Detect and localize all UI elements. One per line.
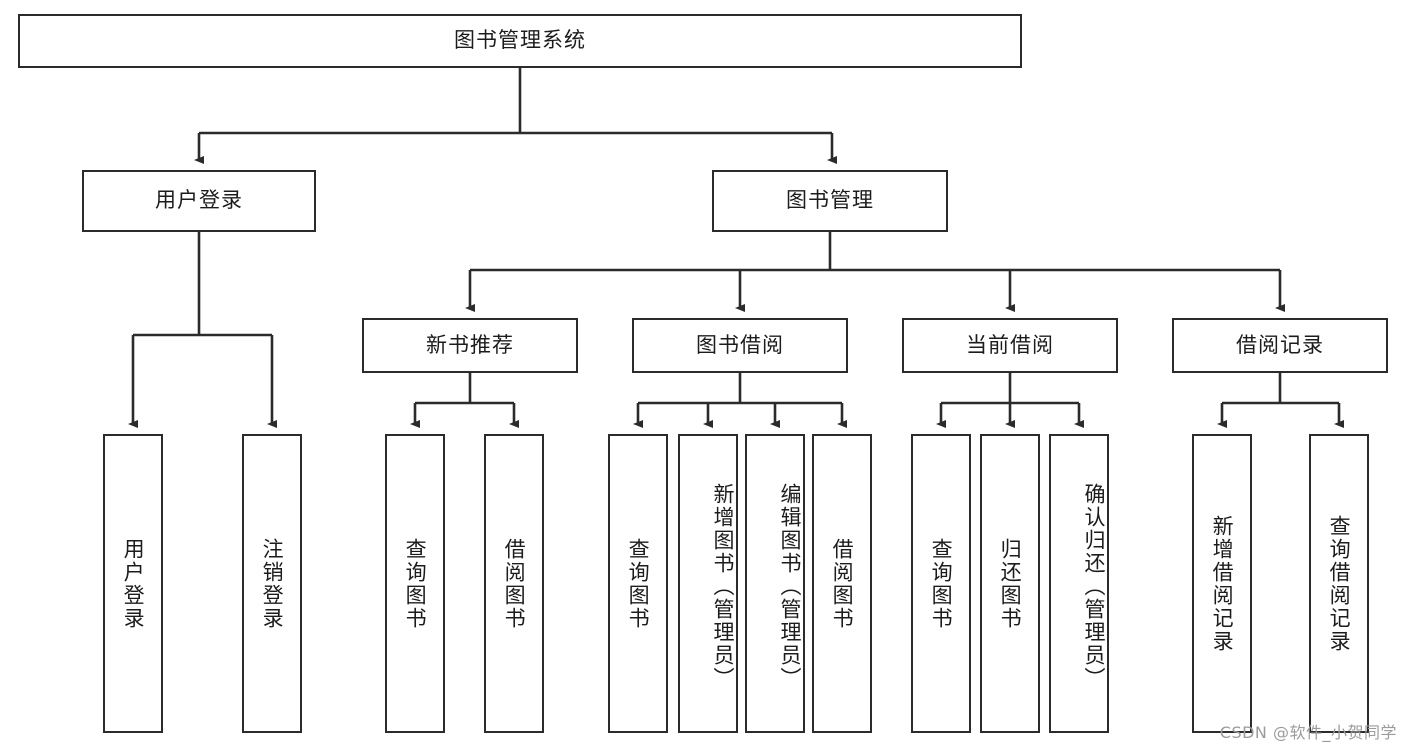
watermark-text: CSDN @软件_小贺同学 xyxy=(1219,723,1397,742)
node-leaf-user-login-label: 用户登录 xyxy=(121,537,146,630)
node-leaf-edit-book-admin-label: 编辑图书（管理员） xyxy=(778,483,802,690)
node-leaf-add-book-admin-label: 新增图书（管理员） xyxy=(711,483,735,690)
node-leaf-add-book-admin[interactable]: 新增图书（管理员） xyxy=(678,434,738,733)
node-leaf-edit-book-admin[interactable]: 编辑图书（管理员） xyxy=(745,434,805,733)
node-book-borrow-label: 图书借阅 xyxy=(696,332,784,357)
node-leaf-query-book-recommend-label: 查询图书 xyxy=(403,537,428,630)
node-leaf-query-book-current[interactable]: 查询图书 xyxy=(911,434,971,733)
node-new-book-recommend[interactable]: 新书推荐 xyxy=(362,318,578,373)
node-borrow-record[interactable]: 借阅记录 xyxy=(1172,318,1388,373)
node-root-system-label: 图书管理系统 xyxy=(454,28,586,53)
node-leaf-add-borrow-record[interactable]: 新增借阅记录 xyxy=(1192,434,1252,733)
node-leaf-logout[interactable]: 注销登录 xyxy=(242,434,302,733)
node-user-login-label: 用户登录 xyxy=(155,188,243,213)
node-leaf-return-book[interactable]: 归还图书 xyxy=(980,434,1040,733)
node-leaf-borrow-book-label: 借阅图书 xyxy=(830,537,855,630)
node-leaf-return-book-label: 归还图书 xyxy=(998,537,1023,630)
node-leaf-query-book-borrow-label: 查询图书 xyxy=(626,537,651,630)
node-leaf-logout-label: 注销登录 xyxy=(260,537,285,630)
node-leaf-borrow-book-recommend[interactable]: 借阅图书 xyxy=(484,434,544,733)
node-leaf-borrow-book-recommend-label: 借阅图书 xyxy=(502,537,527,630)
node-leaf-query-book-current-label: 查询图书 xyxy=(929,537,954,630)
node-leaf-add-borrow-record-label: 新增借阅记录 xyxy=(1210,514,1235,653)
node-new-book-recommend-label: 新书推荐 xyxy=(426,332,514,357)
node-leaf-borrow-book[interactable]: 借阅图书 xyxy=(812,434,872,733)
node-leaf-query-borrow-record[interactable]: 查询借阅记录 xyxy=(1309,434,1369,733)
node-root-system[interactable]: 图书管理系统 xyxy=(18,14,1022,68)
node-leaf-confirm-return-admin-label: 确认归还（管理员） xyxy=(1082,483,1106,690)
node-leaf-query-book-recommend[interactable]: 查询图书 xyxy=(385,434,445,733)
node-leaf-query-book-borrow[interactable]: 查询图书 xyxy=(608,434,668,733)
node-leaf-query-borrow-record-label: 查询借阅记录 xyxy=(1327,514,1352,653)
node-current-borrow[interactable]: 当前借阅 xyxy=(902,318,1118,373)
node-book-borrow[interactable]: 图书借阅 xyxy=(632,318,848,373)
node-user-login[interactable]: 用户登录 xyxy=(82,170,316,232)
node-book-management-label: 图书管理 xyxy=(786,188,874,213)
node-leaf-confirm-return-admin[interactable]: 确认归还（管理员） xyxy=(1049,434,1109,733)
node-book-management[interactable]: 图书管理 xyxy=(712,170,948,232)
node-current-borrow-label: 当前借阅 xyxy=(966,332,1054,357)
node-borrow-record-label: 借阅记录 xyxy=(1236,332,1324,357)
node-leaf-user-login[interactable]: 用户登录 xyxy=(103,434,163,733)
